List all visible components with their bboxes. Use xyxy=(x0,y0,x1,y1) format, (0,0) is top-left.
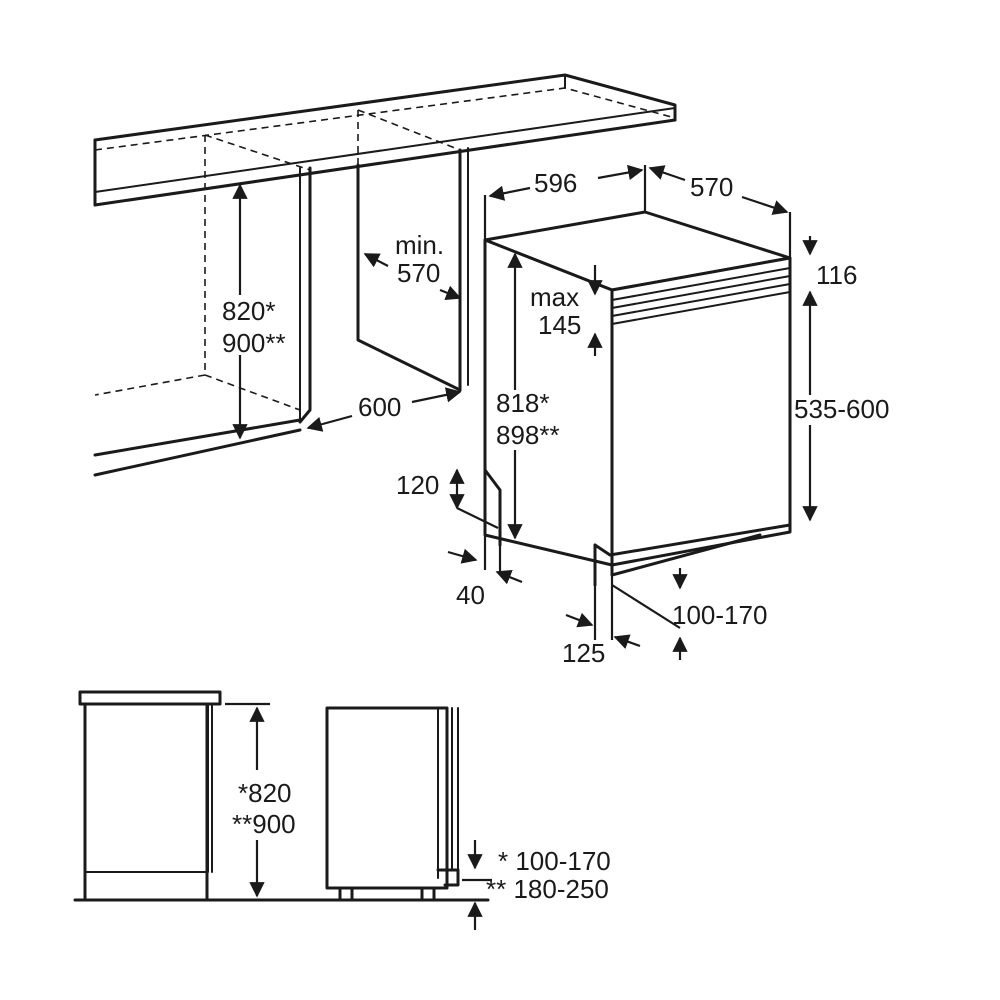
label-plinth-180-250: ** 180-250 xyxy=(486,874,609,904)
label-898-dstar: 898** xyxy=(496,420,560,450)
label-900-dstar: 900** xyxy=(222,328,286,358)
label-dstar-900: **900 xyxy=(232,809,296,839)
label-min-570: 570 xyxy=(397,258,440,288)
side-view-dishwasher xyxy=(325,706,460,902)
label-600: 600 xyxy=(358,392,401,422)
dishwasher-3d xyxy=(483,210,792,587)
label-100-170: 100-170 xyxy=(672,600,767,630)
label-116: 116 xyxy=(816,260,857,290)
label-depth-570: 570 xyxy=(690,172,733,202)
label-40: 40 xyxy=(456,580,485,610)
label-818-star: 818* xyxy=(496,388,550,418)
label-820-star: 820* xyxy=(222,296,276,326)
dimension-lines-upper xyxy=(232,164,818,660)
label-plinth-100-170: * 100-170 xyxy=(498,846,611,876)
label-535-600: 535-600 xyxy=(794,394,889,424)
dimension-lines-lower xyxy=(225,702,492,930)
countertop xyxy=(93,73,677,207)
label-120: 120 xyxy=(396,470,439,500)
cabinet-niche-outline xyxy=(93,109,469,477)
label-min: min. xyxy=(395,230,444,260)
label-max-145: 145 xyxy=(538,310,581,340)
label-max: max xyxy=(530,282,579,312)
label-width-596: 596 xyxy=(534,168,577,198)
label-125: 125 xyxy=(562,638,605,668)
label-star-820: *820 xyxy=(238,778,292,808)
side-view-cabinet xyxy=(78,690,222,902)
